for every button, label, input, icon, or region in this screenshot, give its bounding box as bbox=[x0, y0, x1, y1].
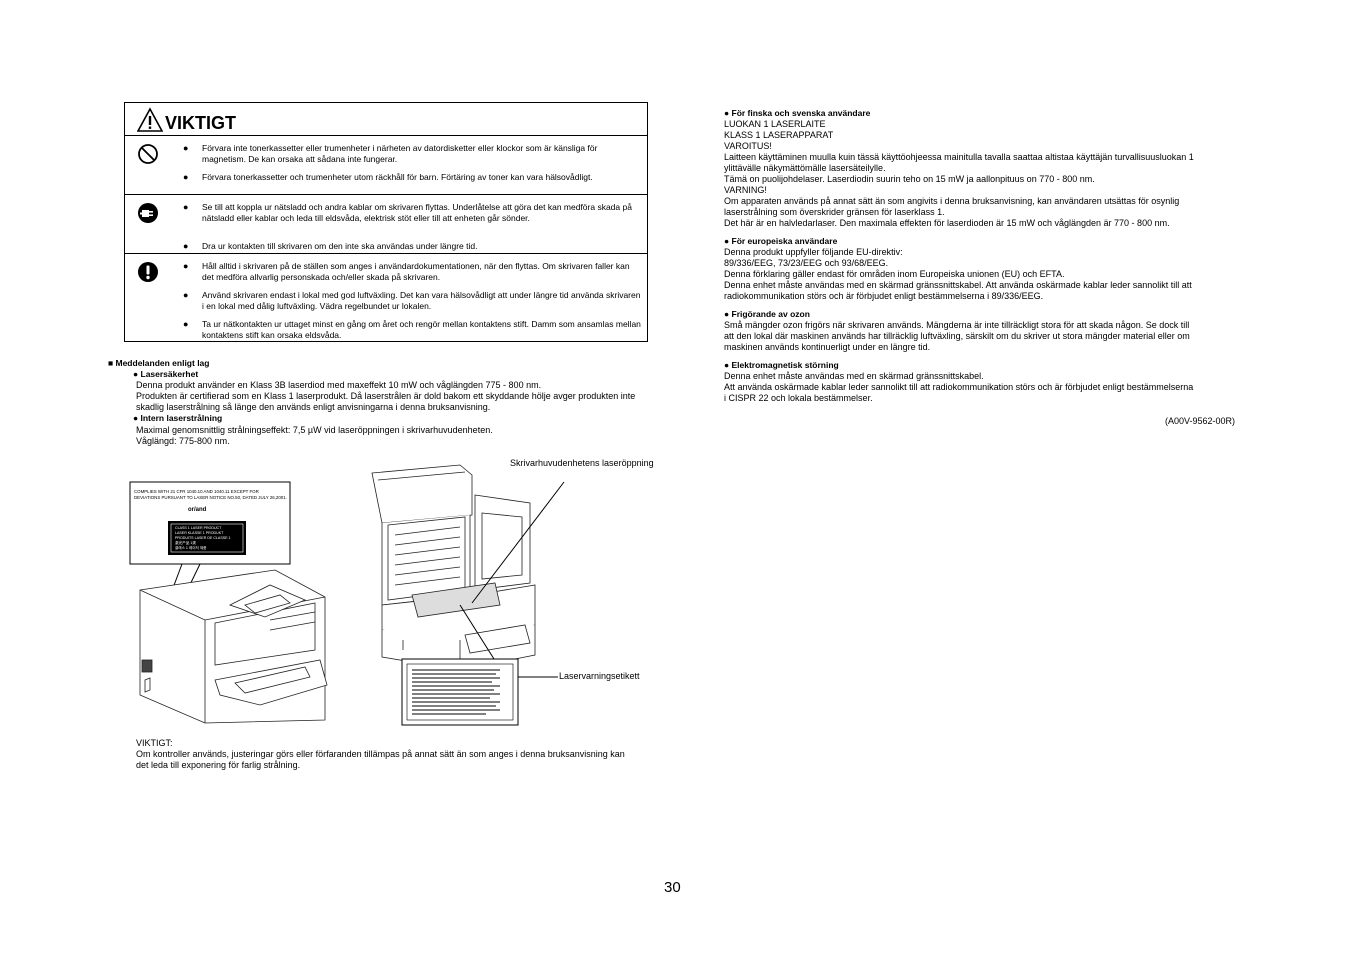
section-heading: ● Frigörande av ozon bbox=[724, 309, 810, 319]
prohibition-icon bbox=[138, 144, 158, 164]
section-line: VARNING! bbox=[724, 185, 767, 195]
note-line: det leda till exponering för farlig strå… bbox=[136, 760, 301, 770]
section-heading: ● För finska och svenska användare bbox=[724, 108, 871, 118]
section-heading: ● Elektromagnetisk störning bbox=[724, 360, 839, 370]
section-line: maskinen används kontinuerligt under en … bbox=[724, 342, 931, 352]
laser-warning-label bbox=[401, 658, 519, 726]
section-line: VAROITUS! bbox=[724, 141, 772, 151]
warning-box: VIKTIGT ● Förvara inte tonerkassetter el… bbox=[124, 102, 648, 342]
section-line: att den lokal där maskinen används har t… bbox=[724, 331, 1190, 341]
warning-row-caution: ● Håll alltid i skrivaren på de ställen … bbox=[125, 254, 647, 341]
compliance-line: COMPLIES WITH 21 CFR 1040.10 AND 1040.11… bbox=[134, 489, 259, 494]
section-line: LUOKAN 1 LASERLAITE bbox=[724, 119, 826, 129]
class-line: CLASS 1 LASER PRODUCT bbox=[175, 526, 222, 530]
section-line: Om apparaten används på annat sätt än so… bbox=[724, 196, 1180, 206]
laser-safety-heading: ● Lasersäkerhet bbox=[133, 369, 199, 379]
section-line: Att använda oskärmade kablar leder sanno… bbox=[724, 382, 1194, 392]
class-line: PRODUITS LASER DE CLASSE 1 bbox=[175, 536, 231, 540]
note-line: Om kontroller används, justeringar görs … bbox=[136, 749, 625, 759]
compliance-label: COMPLIES WITH 21 CFR 1040.10 AND 1040.11… bbox=[129, 481, 291, 565]
section-line: Denna produkt uppfyller följande EU-dire… bbox=[724, 247, 903, 257]
printer-closed bbox=[139, 569, 328, 724]
compliance-line: DEVIATIONS PURSUANT TO LASER NOTICE NO.5… bbox=[134, 495, 287, 500]
laser-text-line: skadlig laserstrålning så länge den anvä… bbox=[136, 402, 491, 412]
label-or-and: or/and bbox=[188, 507, 207, 513]
section-line: Tämä on puolijohdelaser. Laserdiodin suu… bbox=[724, 174, 1095, 184]
printer-illustration: COMPLIES WITH 21 CFR 1040.10 AND 1040.11… bbox=[129, 464, 565, 726]
warning-row-prohibit: ● Förvara inte tonerkassetter eller trum… bbox=[125, 136, 647, 195]
laser-text-line: Produkten är certifierad som en Klass 1 … bbox=[136, 391, 636, 401]
section-line: Laitteen käyttäminen muulla kuin tässä k… bbox=[724, 152, 1194, 162]
section-line: Små mängder ozon frigörs när skrivaren a… bbox=[724, 320, 1190, 330]
laser-text-line: Denna produkt använder en Klass 3B laser… bbox=[136, 380, 542, 390]
internal-text-line: Våglängd: 775-800 nm. bbox=[136, 436, 230, 446]
note-heading: VIKTIGT: bbox=[136, 738, 173, 748]
section-line: Denna enhet måste användas med en skärma… bbox=[724, 280, 1192, 290]
page-number: 30 bbox=[664, 879, 681, 896]
callout-laser-opening: Skrivarhuvudenhetens laseröppning bbox=[510, 458, 654, 468]
exclamation-icon bbox=[138, 262, 158, 282]
reference-code: (A00V-9562-00R) bbox=[1165, 416, 1236, 426]
warning-title: VIKTIGT bbox=[165, 113, 236, 133]
unplug-icon bbox=[138, 203, 158, 223]
internal-laser-heading: ● Intern laserstrålning bbox=[133, 413, 223, 423]
section-heading: ■ Meddelanden enligt lag bbox=[108, 358, 210, 368]
section-line: Denna förklaring gäller endast för områd… bbox=[724, 269, 1065, 279]
section-line: 89/336/EEG, 73/23/EEG och 93/68/EEG. bbox=[724, 258, 889, 268]
section-line: KLASS 1 LASERAPPARAT bbox=[724, 130, 834, 140]
class-line: 클래스 1 레이저 제품 bbox=[175, 545, 207, 550]
section-line: laserstrålning som överskrider gränsen f… bbox=[724, 207, 945, 217]
section-line: Denna enhet måste användas med en skärma… bbox=[724, 371, 984, 381]
internal-text-line: Maximal genomsnittlig strålningseffekt: … bbox=[136, 425, 493, 435]
section-line: ylittävälle näkymättömälle lasersäteilyl… bbox=[724, 163, 886, 173]
class-line: 激光产品 1类 bbox=[175, 540, 196, 545]
warning-header: VIKTIGT bbox=[125, 103, 647, 136]
callout-warning-label: Laservarningsetikett bbox=[559, 671, 640, 681]
section-line: i CISPR 22 och lokala bestämmelser. bbox=[724, 393, 873, 403]
printer-open bbox=[371, 464, 536, 671]
warning-triangle-icon bbox=[137, 107, 163, 132]
section-line: radiokommunikation störs och är förbjude… bbox=[724, 291, 1044, 301]
class-line: LASER KLASSE 1 PRODUKT bbox=[175, 531, 224, 535]
section-line: Det här är en halvledarlaser. Den maxima… bbox=[724, 218, 1170, 228]
warning-row-unplug: ● Se till att koppla ur nätsladd och and… bbox=[125, 195, 647, 254]
section-heading: ● För europeiska användare bbox=[724, 236, 838, 246]
